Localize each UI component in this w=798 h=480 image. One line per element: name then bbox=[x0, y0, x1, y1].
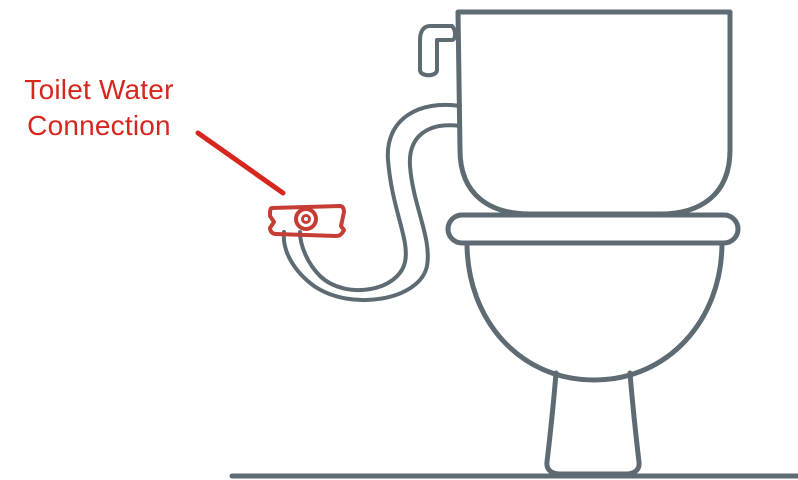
supply-hose-inner bbox=[284, 125, 460, 300]
toilet-bowl bbox=[467, 243, 722, 380]
valve-outer-ring bbox=[296, 209, 316, 229]
callout-leader-line bbox=[198, 133, 283, 193]
valve-inner-ring bbox=[303, 216, 310, 223]
toilet-pedestal bbox=[547, 373, 639, 474]
toilet-tank bbox=[458, 12, 730, 214]
supply-hose-outer bbox=[300, 105, 460, 290]
flush-handle bbox=[420, 26, 455, 75]
toilet-seat bbox=[448, 215, 738, 243]
